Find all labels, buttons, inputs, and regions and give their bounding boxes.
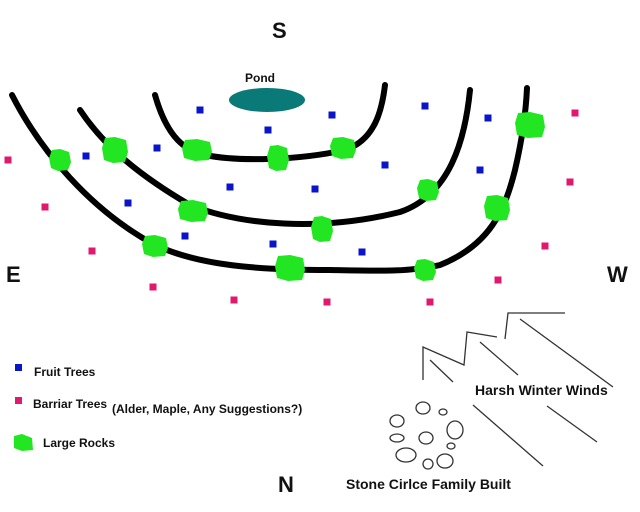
large-rock bbox=[330, 137, 356, 159]
fruit-tree bbox=[153, 144, 161, 152]
barrier-tree bbox=[494, 276, 502, 284]
winds-label: Harsh Winter Winds bbox=[475, 382, 608, 398]
large-rock bbox=[142, 235, 168, 257]
fruit-tree bbox=[358, 248, 366, 256]
fruit-tree bbox=[421, 102, 429, 110]
pond-label: Pond bbox=[245, 71, 275, 85]
large-rock bbox=[275, 255, 305, 281]
fruit-tree bbox=[476, 166, 484, 174]
barrier-tree bbox=[566, 178, 574, 186]
barrier-tree bbox=[4, 156, 12, 164]
legend-rock-label: Large Rocks bbox=[43, 436, 115, 450]
barrier-tree bbox=[230, 296, 238, 304]
compass-east: E bbox=[6, 262, 21, 287]
legend-barrier-label: Barriar Trees bbox=[33, 397, 107, 411]
fruit-tree bbox=[269, 240, 277, 248]
legend-barrier-swatch bbox=[15, 397, 22, 404]
fruit-tree bbox=[124, 199, 132, 207]
fruit-tree bbox=[196, 106, 204, 114]
legend-rock-swatch bbox=[14, 434, 33, 451]
barrier-tree bbox=[323, 298, 331, 306]
stone-circle-label: Stone Cirlce Family Built bbox=[346, 476, 511, 492]
fruit-tree bbox=[181, 232, 189, 240]
large-rock bbox=[267, 145, 289, 171]
stone-circle bbox=[389, 401, 464, 470]
fruit-tree bbox=[484, 114, 492, 122]
barrier-tree bbox=[88, 247, 96, 255]
compass-west: W bbox=[607, 262, 628, 287]
large-rock bbox=[414, 259, 436, 281]
barrier-tree bbox=[426, 298, 434, 306]
barrier-tree bbox=[149, 283, 157, 291]
large-rock bbox=[311, 216, 333, 242]
large-rock bbox=[417, 179, 439, 201]
barrier-tree bbox=[571, 109, 579, 117]
large-rock bbox=[515, 112, 545, 138]
fruit-tree bbox=[82, 152, 90, 160]
fruit-tree bbox=[328, 111, 336, 119]
legend-barrier-note: (Alder, Maple, Any Suggestions?) bbox=[112, 402, 302, 416]
fruit-tree bbox=[311, 185, 319, 193]
large-rock bbox=[182, 139, 212, 161]
fruit-tree bbox=[381, 161, 389, 169]
compass-north: N bbox=[278, 472, 294, 497]
barrier-tree bbox=[541, 242, 549, 250]
legend-fruit-swatch bbox=[15, 364, 22, 371]
terrace-line-outer bbox=[9, 85, 530, 274]
large-rock bbox=[484, 195, 510, 221]
large-rock bbox=[49, 149, 71, 171]
large-rock bbox=[102, 137, 128, 163]
large-rock bbox=[178, 200, 208, 222]
fruit-tree bbox=[264, 126, 272, 134]
barrier-tree bbox=[41, 203, 49, 211]
pond bbox=[229, 88, 305, 112]
wind-lines bbox=[422, 312, 614, 467]
compass-south: S bbox=[272, 18, 287, 43]
legend-fruit-label: Fruit Trees bbox=[34, 365, 96, 379]
fruit-tree bbox=[226, 183, 234, 191]
